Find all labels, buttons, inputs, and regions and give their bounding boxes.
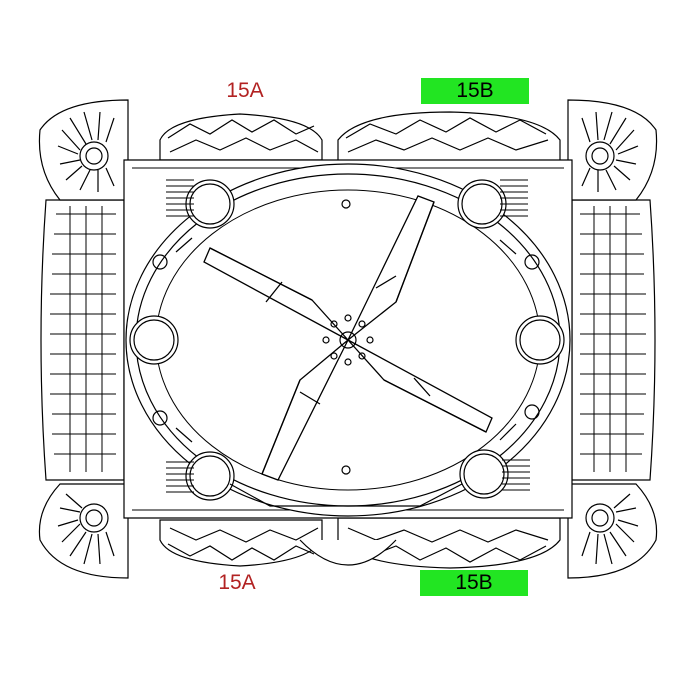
corner-hub-top-right bbox=[568, 100, 657, 200]
rear-bracket bbox=[230, 484, 462, 506]
corner-hub-bottom-right bbox=[568, 484, 657, 578]
top-right-wheel-tread bbox=[338, 112, 560, 162]
wheel-label-15a-bottom: 15A bbox=[218, 571, 256, 594]
caster-wheels bbox=[130, 180, 564, 500]
rear-bumper-bump bbox=[300, 540, 396, 565]
cutting-blade bbox=[204, 196, 492, 480]
wheel-label-15b-top: 15B bbox=[421, 78, 529, 104]
top-left-wheel-tread bbox=[160, 114, 322, 160]
bottom-left-wheel-tread bbox=[160, 520, 322, 566]
corner-hub-top-left bbox=[39, 100, 128, 200]
corner-hub-bottom-left bbox=[39, 484, 128, 578]
wheel-label-15b-bottom: 15B bbox=[420, 570, 528, 596]
blade-hub bbox=[323, 315, 373, 365]
height-sensors bbox=[153, 200, 539, 474]
left-side-bumper bbox=[41, 200, 124, 480]
wheel-label-15a-top: 15A bbox=[226, 79, 264, 102]
right-side-bumper bbox=[572, 200, 655, 480]
suspension-springs bbox=[166, 180, 530, 492]
